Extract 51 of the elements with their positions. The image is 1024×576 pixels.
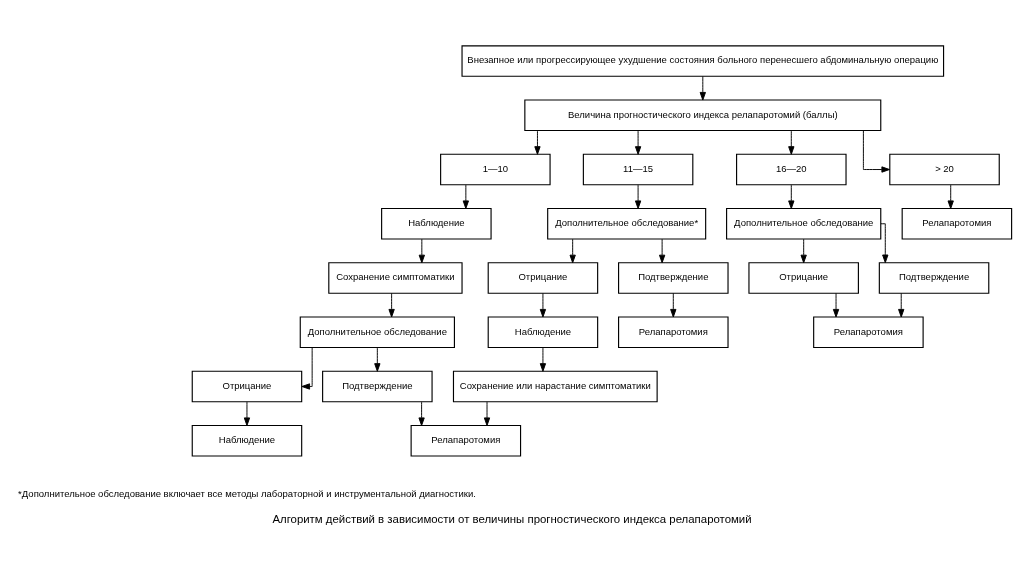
arrow (699, 75, 706, 101)
arrow (832, 292, 840, 318)
arrow (418, 401, 425, 426)
arrow (634, 130, 642, 155)
node-box: Наблюдение (487, 316, 599, 349)
arrow (898, 292, 905, 318)
arrow (670, 292, 677, 318)
node-box: 11—15 (582, 153, 694, 186)
arrow (418, 238, 425, 264)
arrow (539, 292, 547, 318)
node-box: Отрицание (191, 370, 303, 403)
arrow (301, 347, 313, 390)
node-box: Подтверждение (878, 262, 990, 294)
arrow (483, 401, 491, 426)
node-box: Подтверждение (322, 370, 433, 403)
node-box: Релапаротомия (901, 207, 1013, 240)
node-box: Внезапное или прогрессирующее ухудшение состояния больного перенесшего абдоминальную операцию (461, 45, 945, 77)
node-box: Дополнительное обследование* (547, 207, 707, 240)
node-box: 1—10 (440, 153, 551, 186)
node-box: Подтверждение (618, 262, 729, 294)
node-box: Наблюдение (191, 424, 303, 457)
node-box: Величина прогностического индекса релапаротомий (баллы) (524, 99, 882, 132)
node-box: Наблюдение (381, 207, 492, 240)
node-box: Сохранение или нарастание симптоматики (452, 370, 658, 403)
arrow (569, 238, 576, 264)
caption: Алгоритм действий в зависимости от величины прогностического индекса релапаротомий (272, 513, 752, 526)
node-box: Релапаротомия (410, 424, 522, 457)
arrow (243, 401, 251, 426)
arrow (388, 292, 395, 318)
arrow (947, 184, 954, 209)
node-box: > 20 (889, 153, 1000, 186)
node-box: Отрицание (748, 262, 859, 294)
node-box: Релапаротомия (618, 316, 729, 349)
arrow (462, 184, 469, 209)
label: *Дополнительное обследование включает все методы лабораторной и инструментальной диагностики. (18, 488, 476, 500)
arrow (374, 347, 381, 372)
arrow (534, 130, 541, 155)
node-box: 16—20 (736, 153, 847, 186)
node-box: Отрицание (487, 262, 599, 294)
arrow (634, 184, 642, 209)
node-box: Дополнительное обследование (299, 316, 455, 349)
arrow (800, 238, 807, 264)
node-box: Сохранение симптоматики (328, 262, 463, 294)
node-box: Релапаротомия (813, 316, 924, 349)
arrow (880, 223, 889, 264)
node-box: Дополнительное обследование (726, 207, 882, 240)
arrow (862, 130, 890, 173)
arrow (539, 347, 547, 372)
arrow (788, 130, 795, 155)
arrow (659, 238, 666, 264)
arrow (788, 184, 795, 209)
